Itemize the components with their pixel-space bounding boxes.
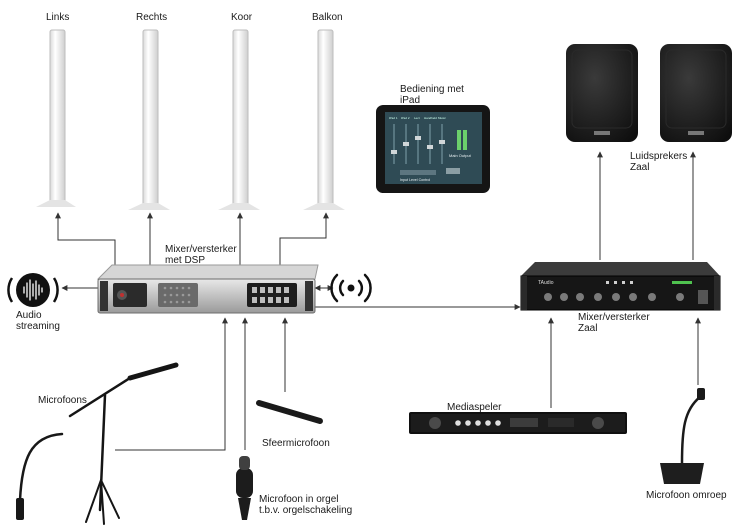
mixer-dsp-label-line1: Mixer/versterker [165,244,237,255]
ipad-label-line2: iPad [400,95,421,106]
mixer-zaal-brand: TAudio [538,280,554,286]
speaker-koor-label: Koor [231,12,253,23]
speaker-balkon-label: Balkon [312,12,343,23]
mixer-dsp-label-line2: met DSP [165,255,206,266]
ipad-channel-3: Lect [414,116,420,120]
microphone-stand [68,362,179,525]
ipad-label-line1: Bediening met [400,84,464,95]
omroep-mic-label: Microfoon omroep [646,490,727,501]
gooseneck-microphone [16,432,64,520]
audio-streaming-label-line2: streaming [16,321,60,332]
ipad-channel-5: Music [438,116,446,120]
zaal-speaker-right [660,44,732,142]
mixer-zaal-label-line1: Mixer/versterker [578,312,650,323]
microfoons-label: Microfoons [38,395,87,406]
column-speaker-rechts [128,29,170,210]
audio-streaming-label-line1: Audio [16,310,42,321]
organ-mic-label-line2: t.b.v. orgelschakeling [259,505,353,516]
zaal-speaker-left [566,44,638,142]
ambient-microphone [256,400,323,424]
ipad-channel-2: iPad 2 [401,116,410,120]
media-player-device [409,412,627,434]
speaker-links-label: Links [46,12,70,23]
mixer-zaal-label-line2: Zaal [578,323,598,334]
mediaspeler-label: Mediaspeler [447,402,502,413]
mixer-dsp-device [96,264,319,314]
sfeermicrofoon-label: Sfeermicrofoon [262,438,330,449]
mixer-zaal-device [520,262,721,311]
ipad-screen-caption: Input Level Control [400,178,430,182]
ipad-channel-1: iPad 1 [389,116,398,120]
organ-microphone [236,456,253,520]
column-speaker-koor [218,29,260,210]
speaker-rechts-label: Rechts [136,12,168,23]
ipad-device [376,105,490,193]
column-speaker-links [36,29,76,207]
ipad-channel-4: Handheld [424,116,437,120]
organ-mic-label-line1: Microfoon in orgel [259,494,339,505]
column-speaker-balkon [303,29,345,210]
ipad-main-output: Main Output [449,153,472,158]
announcement-microphone [660,388,705,484]
connection-lines [55,151,701,451]
audio-streaming-icon [7,273,59,307]
wireless-icon [330,273,372,303]
zaal-speakers-label-line1: Luidsprekers [630,151,688,162]
zaal-speakers-label-line2: Zaal [630,162,650,173]
